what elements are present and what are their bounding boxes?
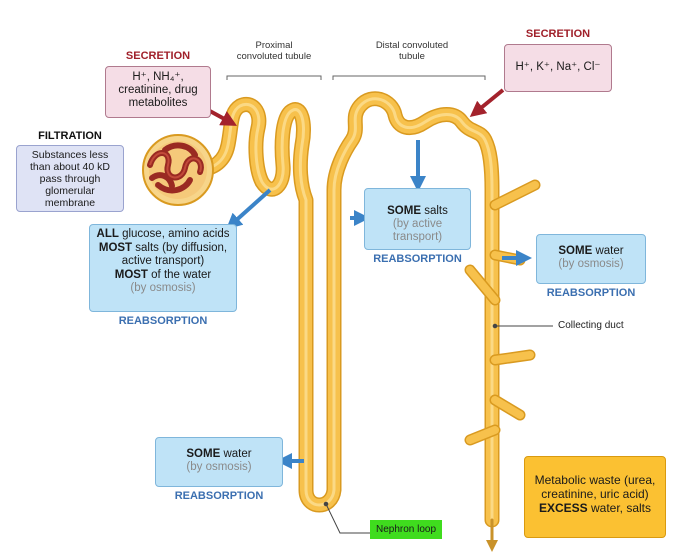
secretion-right-text: H⁺, K⁺, Na⁺, Cl⁻ bbox=[515, 61, 601, 73]
proximal-tubule-label: Proximal convoluted tubule bbox=[236, 40, 312, 62]
filtration-box: Substances less than about 40 kD pass th… bbox=[16, 145, 124, 212]
reabsorption-arrows bbox=[226, 140, 532, 469]
reab-duct-text: water bbox=[592, 245, 624, 257]
reab-prox-text2: salts (by diffusion, active transport) bbox=[121, 241, 228, 268]
reab-prox-bold1: ALL bbox=[96, 228, 119, 240]
nephron-loop-label: Nephron loop bbox=[370, 520, 443, 539]
secretion-arrows bbox=[207, 88, 505, 126]
reabsorption-distal-box: SOME salts (by active transport) bbox=[364, 188, 471, 250]
urine-text2: water, salts bbox=[587, 501, 652, 515]
reabsorption-duct-title: REABSORPTION bbox=[546, 287, 636, 299]
collecting-duct-label: Collecting duct bbox=[558, 320, 624, 331]
secretion-right-title: SECRETION bbox=[525, 28, 591, 40]
filtration-title: FILTRATION bbox=[38, 130, 102, 142]
glomerulus bbox=[142, 134, 214, 206]
secretion-left-text: H⁺, NH₄⁺, creatinine, drug metabolites bbox=[118, 71, 198, 109]
distal-tubule-label: Distal convoluted tubule bbox=[375, 40, 449, 62]
proximal-bracket bbox=[226, 75, 322, 80]
urine-bold: EXCESS bbox=[538, 501, 588, 515]
reabsorption-proximal-box: ALL glucose, amino acids MOST salts (by … bbox=[89, 224, 237, 312]
reab-duct-bold: SOME bbox=[558, 245, 593, 257]
nephron-tubule bbox=[187, 91, 500, 528]
filtration-text: Substances less than about 40 kD pass th… bbox=[30, 149, 110, 209]
reab-prox-note: (by osmosis) bbox=[130, 282, 196, 294]
reab-duct-note: (by osmosis) bbox=[558, 258, 624, 270]
leader-lines bbox=[323, 323, 553, 534]
reabsorption-loop-title: REABSORPTION bbox=[174, 490, 264, 502]
reab-prox-text1: glucose, amino acids bbox=[118, 228, 230, 240]
reab-loop-text: water bbox=[220, 448, 252, 460]
reab-prox-bold2: MOST bbox=[98, 241, 133, 254]
reab-loop-bold: SOME bbox=[186, 448, 221, 460]
reabsorption-duct-box: SOME water (by osmosis) bbox=[536, 234, 646, 284]
urine-content-box: Metabolic waste (urea, creatinine, uric … bbox=[524, 456, 666, 538]
reabsorption-loop-box: SOME water (by osmosis) bbox=[155, 437, 283, 487]
distal-bracket bbox=[332, 75, 486, 80]
reab-distal-note: (by active transport) bbox=[392, 218, 443, 243]
reabsorption-proximal-title: REABSORPTION bbox=[118, 315, 208, 327]
secretion-left-title: SECRETION bbox=[125, 50, 191, 62]
urine-text1: Metabolic waste (urea, creatinine, uric … bbox=[534, 473, 656, 501]
reab-loop-note: (by osmosis) bbox=[186, 461, 252, 473]
reab-distal-text: salts bbox=[421, 205, 448, 217]
reab-prox-bold3: MOST bbox=[114, 268, 148, 281]
secretion-left-box: H⁺, NH₄⁺, creatinine, drug metabolites bbox=[105, 66, 211, 118]
reab-distal-bold: SOME bbox=[387, 205, 422, 217]
reab-prox-text3: of the water bbox=[147, 268, 212, 281]
secretion-right-box: H⁺, K⁺, Na⁺, Cl⁻ bbox=[504, 44, 612, 92]
reabsorption-distal-title: REABSORPTION bbox=[373, 253, 462, 265]
